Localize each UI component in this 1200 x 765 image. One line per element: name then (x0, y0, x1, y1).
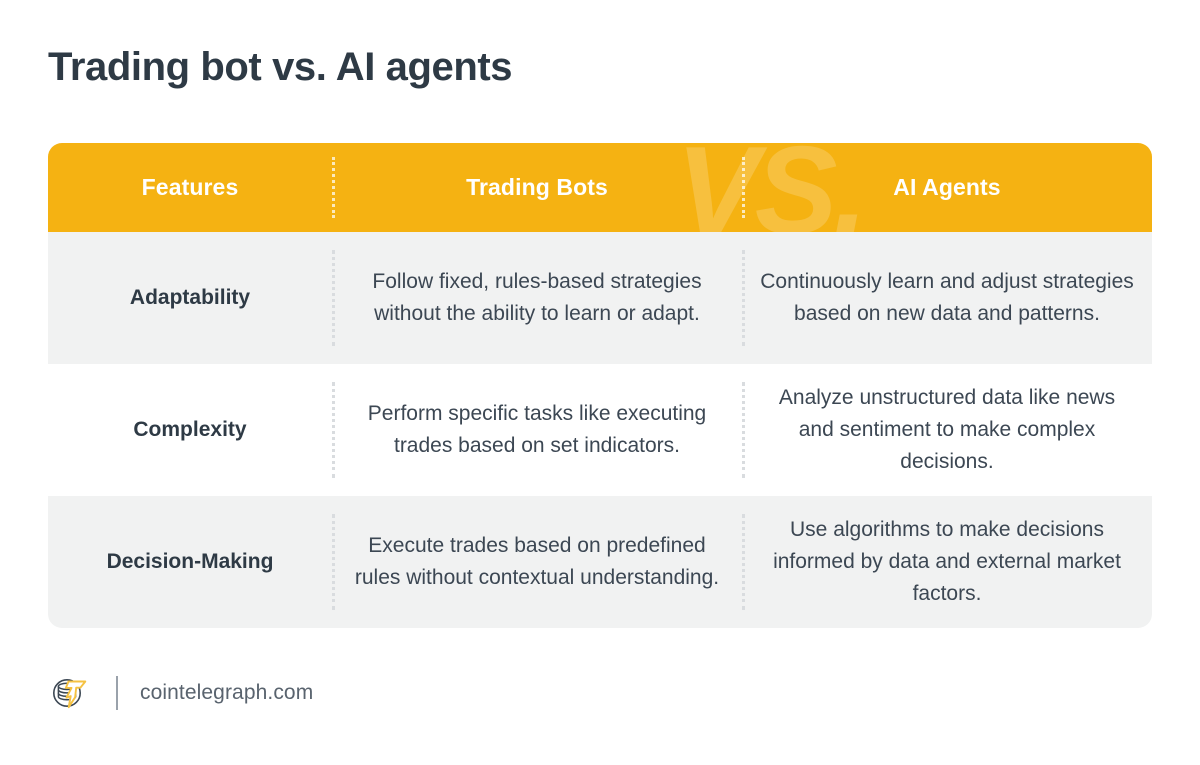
table-row: Adaptability Follow fixed, rules-based s… (48, 232, 1152, 364)
table-row: Complexity Perform specific tasks like e… (48, 364, 1152, 496)
table-header-row: VS. Features Trading Bots AI Agents (48, 143, 1152, 232)
row-trading-bots-value: Execute trades based on predefined rules… (354, 534, 720, 589)
table-row: Decision-Making Execute trades based on … (48, 496, 1152, 628)
footer-url: cointelegraph.com (140, 681, 314, 704)
comparison-table: VS. Features Trading Bots AI Agents Adap… (48, 143, 1152, 628)
footer-separator (116, 676, 118, 710)
row-trading-bots-value: Follow fixed, rules-based strategies wit… (372, 270, 702, 325)
column-divider-1 (332, 382, 335, 478)
row-feature-label: Adaptability (129, 286, 251, 309)
column-divider-2 (742, 157, 745, 218)
column-divider-1 (332, 250, 335, 346)
column-header-features: Features (141, 174, 239, 200)
column-header-trading-bots: Trading Bots (466, 174, 608, 200)
column-divider-2 (742, 250, 745, 346)
column-divider-2 (742, 382, 745, 478)
column-divider-2 (742, 514, 745, 610)
column-header-ai-agents: AI Agents (893, 174, 1001, 200)
row-ai-agents-value: Continuously learn and adjust strategies… (760, 270, 1134, 325)
row-ai-agents-value: Use algorithms to make decisions informe… (773, 518, 1121, 605)
row-feature-label: Complexity (133, 418, 247, 441)
column-divider-1 (332, 514, 335, 610)
row-feature-label: Decision-Making (106, 550, 274, 573)
cointelegraph-logo-icon (53, 679, 87, 709)
row-trading-bots-value: Perform specific tasks like executing tr… (367, 402, 707, 457)
column-divider-1 (332, 157, 335, 218)
row-ai-agents-value: Analyze unstructured data like news and … (778, 386, 1116, 473)
page-title: Trading bot vs. AI agents (48, 45, 513, 89)
footer: cointelegraph.com (48, 669, 313, 717)
